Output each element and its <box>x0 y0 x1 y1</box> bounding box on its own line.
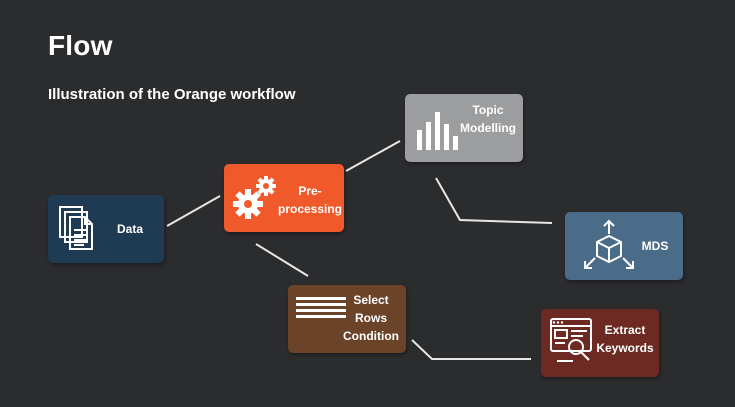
node-select-rows[interactable]: Select Rows Condition <box>288 285 406 353</box>
node-mds-label: MDS <box>641 239 669 253</box>
page-title: Flow <box>48 30 113 61</box>
browser-search-icon <box>549 317 597 372</box>
node-topic-modelling[interactable]: Topic Modelling <box>405 94 523 162</box>
node-data[interactable]: Data <box>48 195 164 263</box>
link-data-to-preprocessing <box>166 195 221 227</box>
link-preprocessing-to-select <box>255 243 309 277</box>
link-select-to-extract <box>411 339 531 360</box>
cube-arrows-icon <box>581 218 637 279</box>
link-preprocessing-to-topic <box>345 140 401 172</box>
node-extract-keywords[interactable]: Extract Keywords <box>541 309 659 377</box>
node-data-label: Data <box>116 222 143 236</box>
page-subtitle: Illustration of the Orange workflow <box>48 86 296 103</box>
node-preprocessing-label: Pre- processing <box>277 184 343 216</box>
documents-icon <box>58 205 98 258</box>
node-preprocessing[interactable]: Pre- processing <box>224 164 344 232</box>
link-topic-to-mds <box>435 177 553 224</box>
node-select-label: Select Rows Condition <box>343 293 399 343</box>
node-extract-label: Extract Keywords <box>596 323 654 355</box>
rows-icon <box>296 297 346 324</box>
node-topic-label: Topic Modelling <box>460 103 516 135</box>
node-mds[interactable]: MDS <box>565 212 683 280</box>
bar-chart-icon <box>415 106 461 157</box>
gears-icon <box>230 172 282 227</box>
